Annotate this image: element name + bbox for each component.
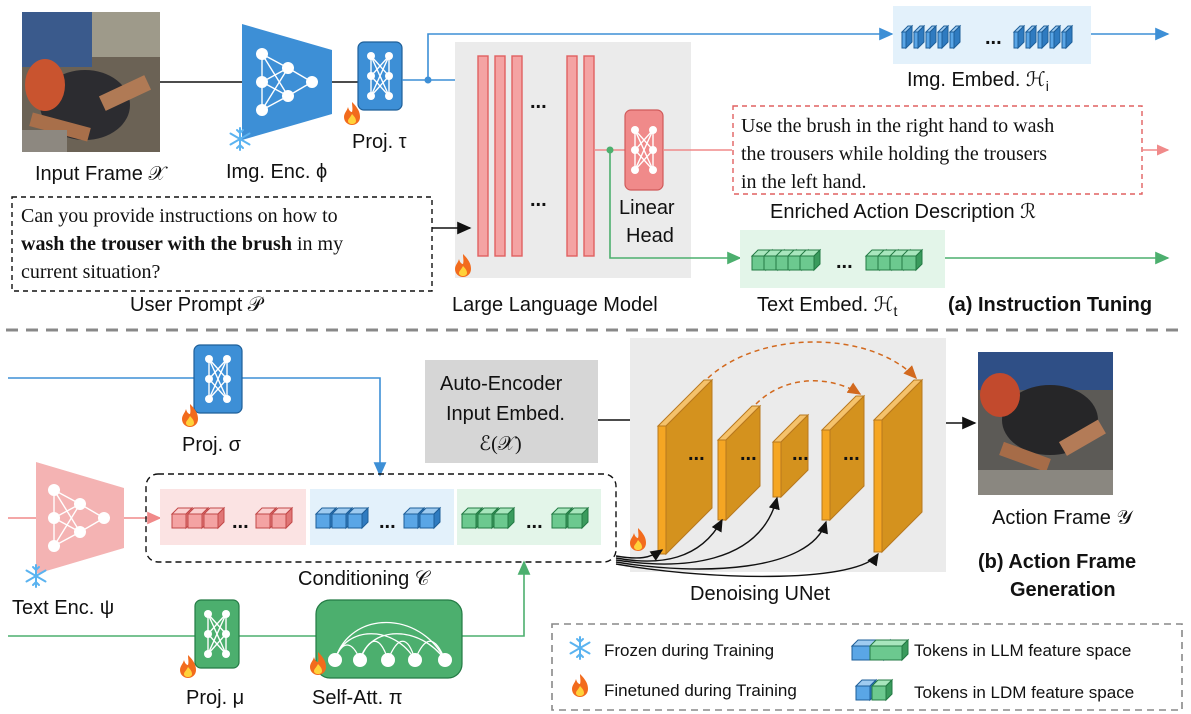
enriched-label: Enriched Action Description ℛ [770, 201, 1036, 223]
self-att-label: Self-Att. π [312, 687, 403, 709]
legend-finetuned: Finetuned during Training [604, 681, 797, 700]
legend-ldm-tokens: Tokens in LDM feature space [914, 683, 1134, 702]
conditioning-pink-tokens [160, 489, 306, 545]
unet-ellipsis-3: ... [792, 443, 809, 465]
self-attention [315, 599, 463, 679]
legend-frozen: Frozen during Training [604, 641, 774, 660]
linear-head-label-1: Linear [619, 197, 675, 219]
legend-snowflake-icon [569, 636, 591, 660]
arrow-to-img-embed [427, 27, 894, 80]
user-prompt-label: User Prompt 𝒫 [130, 294, 265, 316]
unet-blocks [656, 378, 924, 556]
text-embed-ellipsis: ... [836, 251, 853, 273]
flame-icon [180, 655, 196, 678]
conditioning-to-unet-arrows [615, 496, 879, 578]
autoencoder-label-1: Auto-Encoder [440, 373, 563, 395]
legend-box [551, 623, 1183, 711]
denoising-label: Denoising UNet [690, 583, 831, 605]
legend-ldm-token-icon [855, 679, 893, 701]
llm-label: Large Language Model [452, 294, 658, 316]
section-a-title: (a) Instruction Tuning [948, 294, 1152, 316]
unet-ellipsis-1: ... [688, 443, 705, 465]
proj-mu-label: Proj. μ [186, 687, 244, 709]
conditioning-ellipsis-green: ... [526, 511, 543, 533]
user-prompt-box [11, 196, 433, 292]
autoencoder-label-2: Input Embed. [446, 403, 565, 425]
proj-mu [194, 599, 240, 669]
prompt-line-3: current situation? [21, 261, 161, 283]
description-line-2: the trousers while holding the trousers [741, 143, 1047, 165]
arrow-to-llm-tokens [8, 560, 531, 637]
action-frame-label: Action Frame 𝒴 [992, 507, 1133, 529]
proj-tau [357, 41, 403, 111]
img-embed-ellipsis: ... [985, 27, 1002, 49]
conditioning-blue-tokens [310, 489, 454, 545]
legend-llm-tokens: Tokens in LLM feature space [914, 641, 1131, 660]
legend-flame-icon [572, 674, 588, 697]
skip-connection-outer [707, 341, 918, 380]
conditioning-ellipsis-pink: ... [232, 511, 249, 533]
image-encoder [242, 24, 332, 140]
llm-layers [477, 55, 595, 257]
llm-ellipsis-bottom: ... [530, 189, 547, 211]
linear-head-label-2: Head [626, 225, 674, 247]
input-frame-label: Input Frame 𝒳 [35, 163, 168, 185]
conditioning-ellipsis-blue: ... [379, 511, 396, 533]
text-encoder [36, 462, 124, 574]
prompt-line-1: Can you provide instructions on how to [21, 205, 338, 227]
arrow-to-ldm-tokens [8, 377, 387, 477]
linear-head [624, 109, 664, 191]
conditioning-box [145, 473, 617, 563]
proj-tau-label: Proj. τ [352, 131, 407, 153]
img-enc-label: Img. Enc. ϕ [226, 161, 327, 183]
proj-sigma [193, 344, 243, 414]
section-b-title-1: (b) Action Frame [978, 551, 1136, 573]
description-line-3: in the left hand. [741, 171, 867, 193]
section-b-title-2: Generation [1010, 579, 1116, 601]
img-embed-box [893, 6, 1091, 64]
unet-ellipsis-2: ... [740, 443, 757, 465]
action-frame-image [978, 352, 1113, 495]
llm-ellipsis-top: ... [530, 91, 547, 113]
skip-connection-inner [755, 380, 862, 405]
autoencoder-box [425, 360, 598, 463]
text-enc-label: Text Enc. ψ [12, 597, 114, 619]
text-embed-box [740, 230, 945, 288]
autoencoder-label-3: ℰ(𝒳) [479, 433, 522, 455]
input-frame-image [22, 12, 160, 152]
text-embed-label: Text Embed. ℋt [757, 294, 897, 319]
description-line-1: Use the brush in the right hand to wash [741, 115, 1054, 137]
legend-llm-token-icon [850, 638, 910, 662]
conditioning-green-tokens [457, 489, 601, 545]
unet-ellipsis-4: ... [843, 443, 860, 465]
img-embed-label: Img. Embed. ℋi [907, 69, 1049, 94]
arrow-to-text-embed [609, 150, 742, 265]
conditioning-label: Conditioning 𝒞 [298, 568, 432, 590]
proj-sigma-label: Proj. σ [182, 434, 242, 456]
prompt-line-2: wash the trouser with the brush in my [21, 233, 343, 255]
